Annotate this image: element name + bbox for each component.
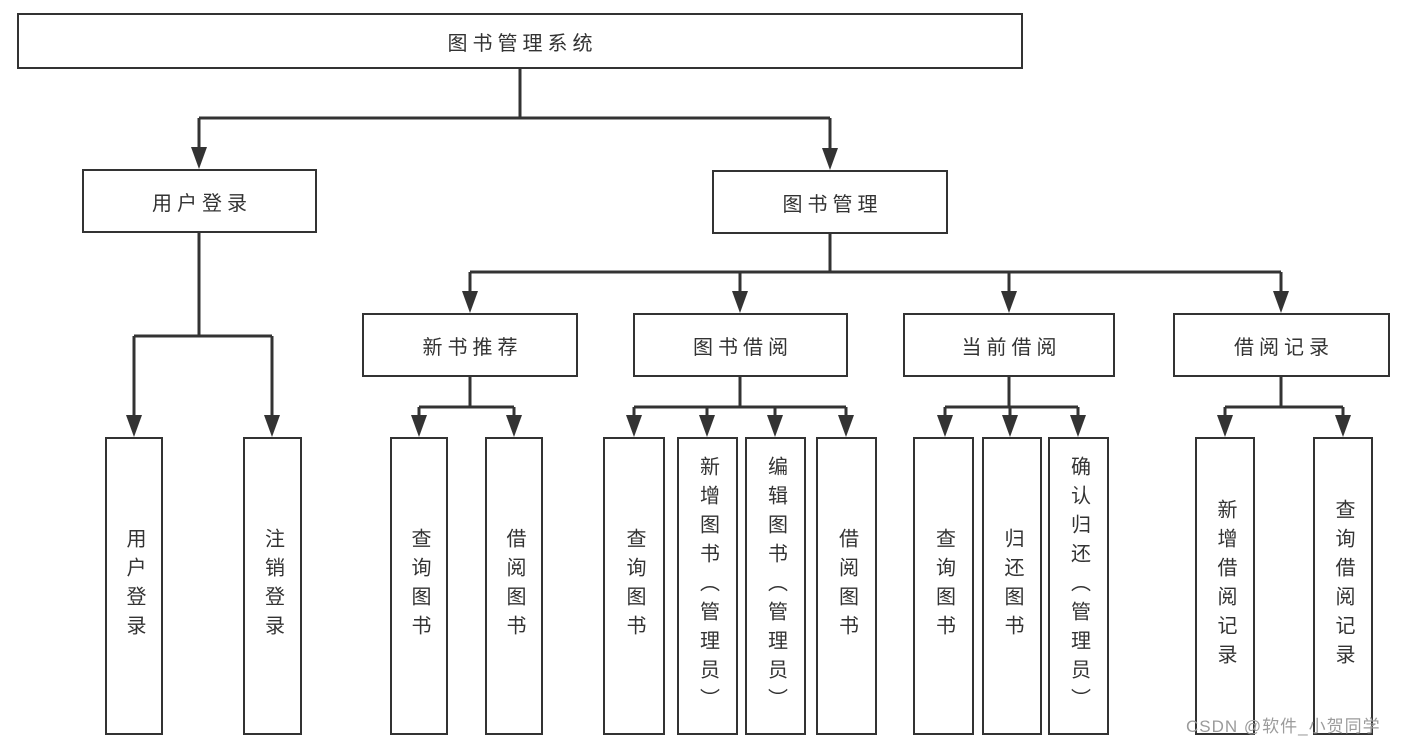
leaf-label: 注销登录 <box>261 528 284 644</box>
leaf-label: 查询图书 <box>623 528 645 644</box>
leaf-label: 新增借阅记录 <box>1214 499 1236 673</box>
node-user-login: 用户登录 <box>82 169 317 233</box>
node-book-borrowing: 图书借阅 <box>633 313 848 377</box>
leaf-label: 查询图书 <box>932 528 955 644</box>
leaf-label: 查询借阅记录 <box>1332 499 1354 673</box>
node-current-borrowing: 当前借阅 <box>903 313 1115 377</box>
leaf-label: 归还图书 <box>1001 528 1023 644</box>
leaf-label: 用户登录 <box>123 528 145 644</box>
node-label: 图书管理 <box>782 193 883 216</box>
leaf-label: 编辑图书（管理员） <box>764 455 787 717</box>
leaf-label: 借阅图书 <box>835 528 858 644</box>
node-new-book-recommend: 新书推荐 <box>362 313 578 377</box>
csdn-watermark: CSDN @软件_小贺同学 <box>1186 717 1381 736</box>
node-borrowing-records: 借阅记录 <box>1173 313 1390 377</box>
leaf-confirm-return-admin: 确认归还（管理员） <box>1048 437 1109 735</box>
node-label: 图书借阅 <box>693 336 793 359</box>
leaf-add-book-admin: 新增图书（管理员） <box>677 437 738 735</box>
leaf-query-books-recommend: 查询图书 <box>390 437 448 735</box>
leaf-logout: 注销登录 <box>243 437 302 735</box>
leaf-borrow-books: 借阅图书 <box>816 437 877 735</box>
node-label: 新书推荐 <box>422 336 523 359</box>
node-label: 借阅记录 <box>1234 336 1334 359</box>
leaf-label: 确认归还（管理员） <box>1067 455 1090 717</box>
leaf-edit-book-admin: 编辑图书（管理员） <box>745 437 806 735</box>
node-book-management: 图书管理 <box>712 170 948 234</box>
leaf-query-books-current: 查询图书 <box>913 437 974 735</box>
node-label: 当前借阅 <box>961 336 1062 359</box>
node-label: 用户登录 <box>152 192 252 215</box>
leaf-label: 查询图书 <box>408 528 430 644</box>
leaf-label: 借阅图书 <box>503 528 525 644</box>
leaf-query-books-borrow: 查询图书 <box>603 437 665 735</box>
node-library-system: 图书管理系统 <box>17 13 1023 69</box>
leaf-label: 新增图书（管理员） <box>696 455 719 717</box>
leaf-return-books: 归还图书 <box>982 437 1042 735</box>
leaf-user-login: 用户登录 <box>105 437 163 735</box>
node-label: 图书管理系统 <box>447 32 598 55</box>
leaf-borrow-books-recommend: 借阅图书 <box>485 437 543 735</box>
leaf-query-borrow-record: 查询借阅记录 <box>1313 437 1373 735</box>
leaf-add-borrow-record: 新增借阅记录 <box>1195 437 1255 735</box>
